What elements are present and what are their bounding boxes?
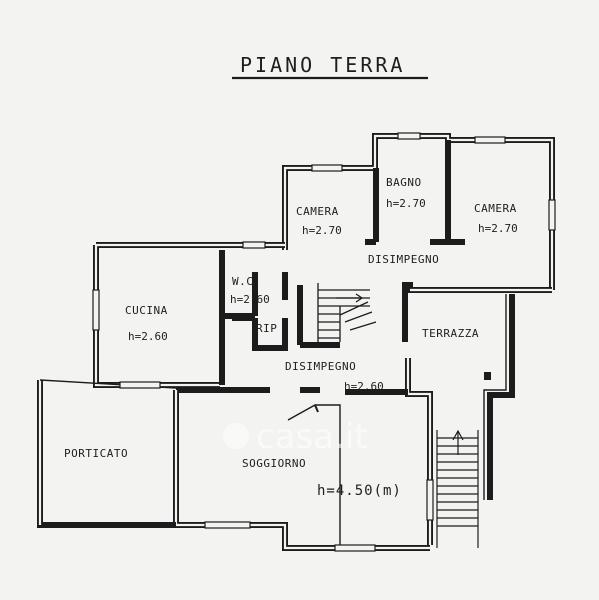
room-disimpegno-top-name: DISIMPEGNO [368,253,439,266]
window-soggiorno-right [426,479,434,521]
window-soggiorno-bottom [204,521,251,529]
window-camera-right [474,136,506,144]
room-terrazza-name: TERRAZZA [422,327,479,340]
room-bagno-height: h=2.70 [386,197,426,210]
wall-rip [252,318,288,351]
central-staircase [317,283,377,342]
window-camera-right-side [548,199,556,231]
room-camera-left-height: h=2.70 [302,224,342,237]
wall-terrazza-right [487,294,515,500]
room-camera-right-height: h=2.70 [478,222,518,235]
room-labels: CAMERA h=2.70 BAGNO h=2.70 CAMERA h=2.70… [64,176,518,499]
wall-wc [225,272,288,319]
external-staircase [436,429,479,548]
room-camera-left-name: CAMERA [296,205,339,218]
window-soggiorno-bottom-right [334,544,376,552]
room-soggiorno-name: SOGGIORNO [242,457,306,470]
terrazza-fixture-icon [484,372,491,380]
window-cucina-top [242,241,266,249]
room-soggiorno-height: h=4.50(m) [317,483,402,499]
window-camera-left [311,164,343,172]
room-bagno-name: BAGNO [386,176,422,189]
room-wc-height: h=2.60 [230,293,270,306]
wall-disimpegno-bottom [176,387,408,395]
window-cucina-left [92,289,100,331]
walls [37,133,555,551]
wall-disimpegno-right [402,282,433,545]
room-disimpegno-main-height: h=2.60 [344,380,384,393]
watermark-text: casa.it [256,417,368,457]
wall-soggiorno-inner [287,404,341,545]
room-wc-name: W.C [232,275,253,288]
windows [92,132,556,552]
room-camera-right-name: CAMERA [474,202,517,215]
watermark: casa.it [223,417,368,457]
window-cucina-bottom [119,381,161,389]
room-cucina-name: CUCINA [125,304,168,317]
wall-terrazza-top [407,282,552,293]
room-rip-name: RIP [256,322,277,335]
soggiorno-door [314,404,319,413]
room-cucina-height: h=2.60 [128,330,168,343]
plan-title: PIANO TERRA [240,53,405,77]
room-disimpegno-main-name: DISIMPEGNO [285,360,356,373]
room-porticato-name: PORTICATO [64,447,128,460]
window-bagno [397,132,421,140]
